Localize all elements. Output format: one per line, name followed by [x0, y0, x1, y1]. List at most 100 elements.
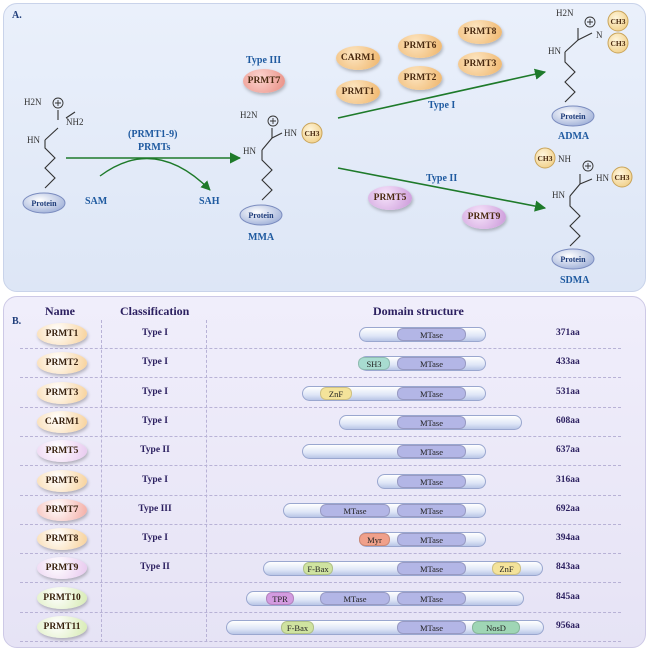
protein-length: 692aa	[556, 503, 580, 514]
hn-substrate: HN	[27, 135, 40, 145]
hn-adma: HN	[548, 46, 561, 56]
domain-mtase: MTase	[397, 591, 466, 605]
protein-classification: Type I	[142, 533, 168, 544]
mma-label: MMA	[248, 232, 275, 243]
sdma-label: SDMA	[560, 275, 590, 286]
h2n-substrate: H2N	[24, 97, 42, 107]
type3-label: Type III	[246, 55, 282, 66]
enzyme-label: (PRMT1-9)	[128, 129, 178, 140]
protein-name-pill: PRMT7	[37, 498, 87, 521]
methylation-pathway-diagram	[22, 10, 633, 270]
substrate-chain	[44, 110, 76, 189]
protein-length: 845aa	[556, 591, 580, 602]
protein-length: 531aa	[556, 386, 580, 397]
domain-tpr: TPR	[266, 591, 294, 605]
domain-f-bax: F-Bax	[281, 621, 314, 634]
enzyme-pill: PRMT8	[458, 20, 502, 44]
domain-mtase: MTase	[397, 415, 466, 429]
domain-f-bax: F-Bax	[303, 562, 333, 576]
protein-classification: Type I	[142, 386, 168, 397]
adma-label: ADMA	[558, 131, 590, 142]
enzyme-pill: PRMT3	[458, 52, 502, 76]
hn-mma-2: HN	[243, 146, 256, 156]
protein-name-pill: CARM1	[37, 410, 87, 433]
protein-name-pill: PRMT5	[37, 440, 87, 463]
header-classification: Classification	[120, 304, 190, 318]
protein-classification: Type I	[142, 415, 168, 426]
enzyme-pill: PRMT9	[462, 205, 506, 229]
protein-name-pill: PRMT8	[37, 528, 87, 551]
h2n-mma: H2N	[240, 110, 258, 120]
column-divider	[101, 320, 102, 642]
protein-length: 608aa	[556, 415, 580, 426]
hn-sdma-2: HN	[552, 190, 565, 200]
ch3-sdma-1: CH3	[537, 154, 553, 163]
protein-mma-ellipse	[239, 204, 283, 226]
sdma-chain	[569, 174, 593, 247]
h2n-adma: H2N	[556, 8, 574, 18]
header-domain: Domain structure	[373, 304, 464, 318]
ch3-sdma-circle-2	[611, 166, 633, 188]
column-divider	[206, 320, 207, 642]
enzyme-pill: CARM1	[336, 46, 380, 70]
charge-plus-icon	[267, 115, 279, 127]
protein-classification: Type III	[138, 503, 172, 514]
protein-name-pill: PRMT10	[37, 586, 87, 609]
domain-mtase: MTase	[397, 357, 466, 371]
protein-name-pill: PRMT1	[37, 323, 87, 345]
arrow-to-adma	[337, 68, 547, 119]
protein-adma-label: Protein	[560, 112, 586, 121]
domain-mtase: MTase	[397, 445, 466, 459]
domain-mtase: MTase	[397, 503, 466, 517]
enzyme-label-2: PRMTs	[138, 142, 171, 153]
sah-label: SAH	[199, 196, 220, 207]
type2-label: Type II	[426, 173, 458, 184]
protein-length: 433aa	[556, 357, 580, 368]
protein-length: 316aa	[556, 474, 580, 485]
nh2-substrate: NH2	[66, 117, 84, 127]
adma-chain	[564, 28, 593, 103]
sam-label: SAM	[85, 196, 108, 207]
domain-nosd: NosD	[472, 621, 520, 634]
panel-b-tag: B.	[12, 316, 22, 327]
domain-sh3: SH3	[358, 357, 390, 371]
domain-znf: ZnF	[320, 386, 352, 400]
domain-mtase: MTase	[320, 591, 390, 605]
protein-name-pill: PRMT2	[37, 352, 87, 375]
domain-mtase: MTase	[397, 474, 466, 488]
enzyme-pill: PRMT1	[336, 80, 380, 104]
ch3-mma: CH3	[304, 129, 320, 138]
type1-label: Type I	[428, 100, 456, 111]
protein-classification: Type I	[142, 328, 168, 338]
ch3-adma-2: CH3	[610, 39, 626, 48]
enzyme-pill: PRMT5	[368, 186, 412, 210]
domain-mtase: MTase	[397, 328, 466, 341]
n-adma: N	[596, 30, 603, 40]
hn-mma: HN	[284, 128, 297, 138]
hn-sdma: HN	[596, 173, 609, 183]
charge-plus-icon	[582, 160, 594, 172]
protein-classification: Type II	[140, 562, 170, 573]
protein-length: 637aa	[556, 445, 580, 456]
enzyme-pill: PRMT6	[398, 34, 442, 58]
header-name: Name	[45, 304, 75, 318]
domain-mtase: MTase	[397, 533, 466, 547]
protein-name-pill: PRMT9	[37, 557, 87, 580]
ch3-adma-circle-2	[607, 32, 629, 54]
protein-sdma-ellipse	[551, 248, 595, 270]
domain-mtase: MTase	[397, 621, 466, 634]
arrow-to-sdma	[337, 167, 547, 212]
panel-b-domain-table	[3, 296, 646, 648]
enzyme-pill: PRMT2	[398, 66, 442, 90]
protein-row: PRMT10 TPR MTase MTase 845aa	[0, 584, 641, 613]
ch3-mma-circle	[301, 122, 323, 144]
protein-mma-label: Protein	[248, 211, 274, 220]
